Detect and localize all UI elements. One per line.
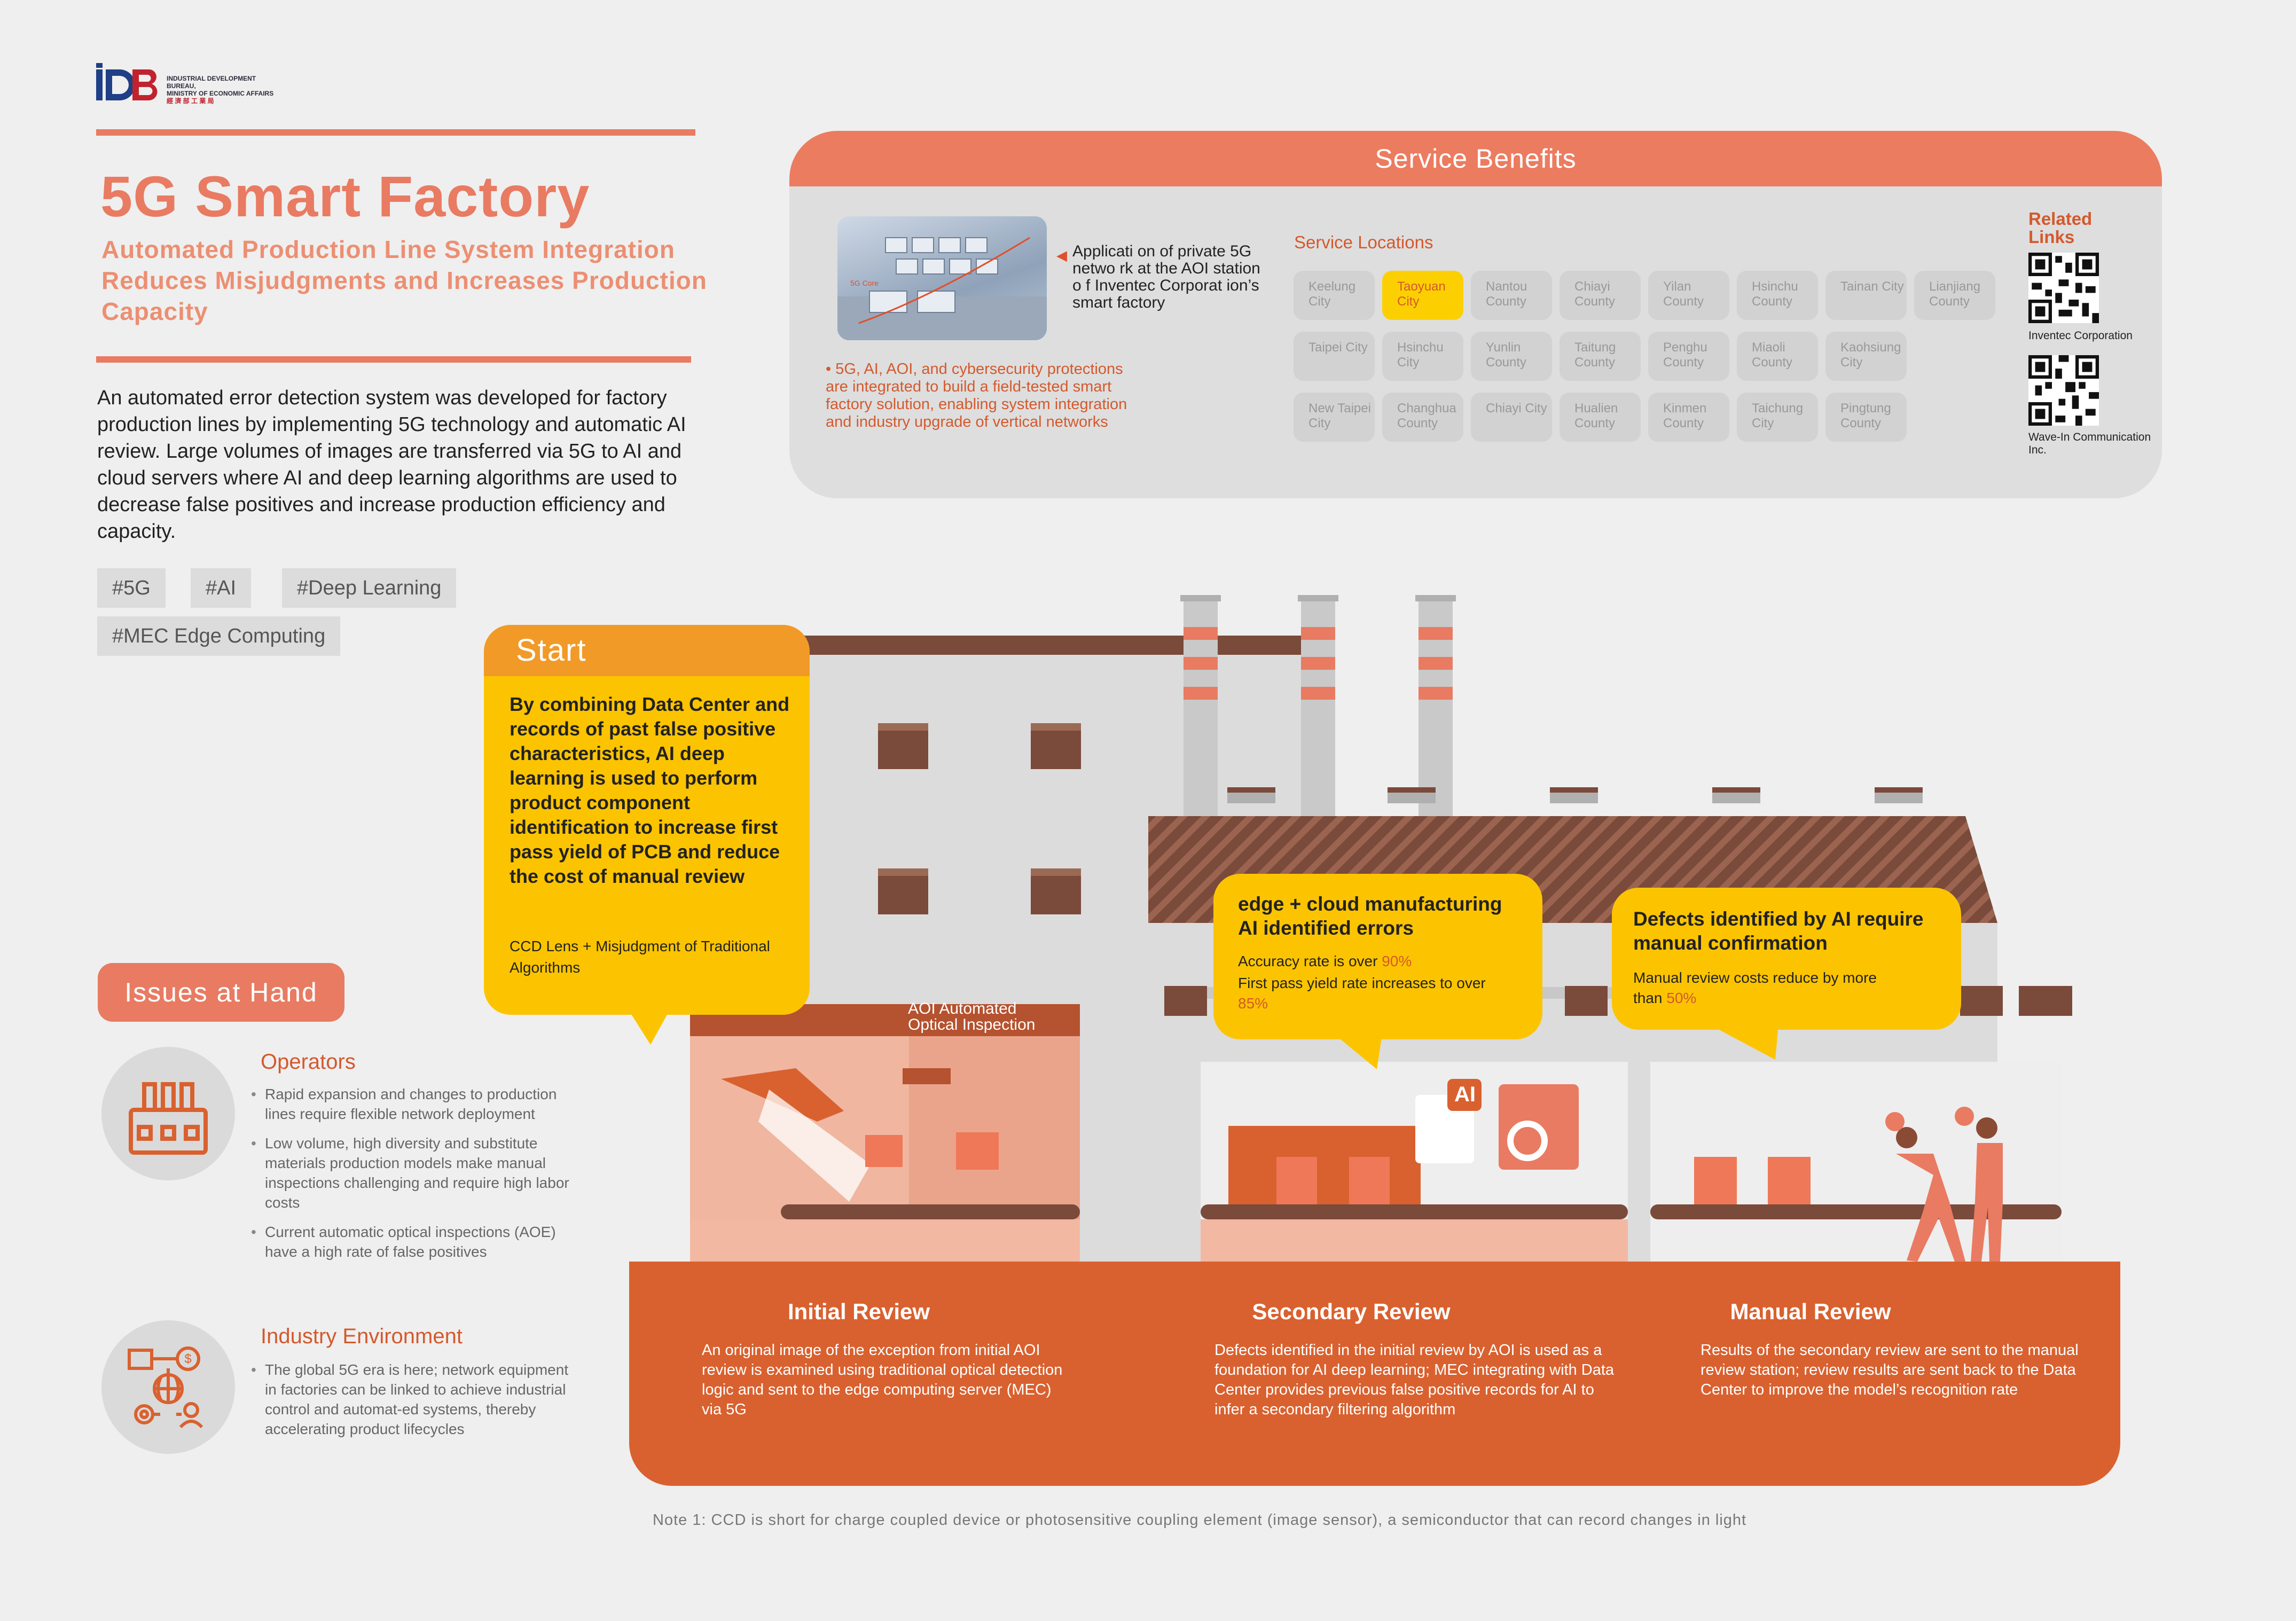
- location-taipei-city[interactable]: Taipei City: [1294, 332, 1375, 381]
- start-bubble-tail: [625, 1004, 673, 1045]
- location-hualien-county[interactable]: Hualien County: [1560, 393, 1641, 442]
- aoi-station-illustration: 5G Core: [837, 237, 1047, 340]
- manual-review-text: Results of the secondary review are sent…: [1701, 1342, 2079, 1398]
- industry-icon-circle: $: [101, 1320, 235, 1454]
- industry-environment-heading: Industry Environment: [261, 1325, 463, 1348]
- logo-line-2: MINISTRY OF ECONOMIC AFFAIRS: [167, 90, 274, 97]
- page-title: 5G Smart Factory: [100, 164, 590, 229]
- location-new-taipei-city[interactable]: New Taipei City: [1294, 393, 1375, 442]
- cost-reduction-value: 50%: [1666, 990, 1697, 1006]
- industry-bullets: The global 5G era is here; network equip…: [251, 1360, 582, 1448]
- caption-arrow-icon: ◀: [1056, 247, 1067, 263]
- initial-review-title: Initial Review: [787, 1299, 930, 1324]
- operators-heading: Operators: [261, 1050, 356, 1074]
- idb-logo-mark: [96, 63, 158, 101]
- review-stages-panel: Initial Review An original image of the …: [629, 1262, 2120, 1486]
- related-links-title: Related Links: [2028, 209, 2093, 247]
- link-wave-in-label[interactable]: Wave-In Communication Inc.: [2028, 431, 2151, 456]
- service-benefits-title: Service Benefits: [789, 131, 2162, 186]
- photo-label: 5G Core: [850, 279, 879, 287]
- location-hsinchu-city[interactable]: Hsinchu City: [1382, 332, 1463, 381]
- location-hsinchu-county[interactable]: Hsinchu County: [1737, 271, 1818, 320]
- service-locations-title: Service Locations: [1294, 232, 1433, 252]
- operators-bullet-1: Rapid expansion and changes to productio…: [251, 1084, 582, 1124]
- industry-bullet-1: The global 5G era is here; network equip…: [251, 1360, 582, 1439]
- factory-icon: [129, 1082, 208, 1155]
- location-kaohsiung-city[interactable]: Kaohsiung City: [1825, 332, 1907, 381]
- bubble2-line2-text: First pass yield rate increases to over: [1238, 975, 1486, 991]
- manual-bubble-tail: [1709, 1024, 1778, 1060]
- location-nantou-county[interactable]: Nantou County: [1471, 271, 1552, 320]
- qr-code-wave-in[interactable]: [2028, 355, 2099, 426]
- tag-ai[interactable]: #AI: [191, 568, 252, 608]
- tag-5g[interactable]: #5G: [97, 568, 166, 608]
- manual-confirmation-bubble: Defects identified by AI require manual …: [1612, 888, 1961, 1030]
- service-bullet: • 5G, AI, AOI, and cybersecurity protect…: [826, 361, 1146, 431]
- location-taoyuan-city[interactable]: Taoyuan City: [1382, 271, 1463, 320]
- location-keelung-city[interactable]: Keelung City: [1294, 271, 1375, 320]
- bubble3-line: Manual review costs reduce by more than …: [1633, 968, 1884, 1008]
- qr-code-inventec[interactable]: [2028, 253, 2099, 323]
- initial-review-text: An original image of the exception from …: [702, 1342, 1063, 1418]
- tag-deep-learning[interactable]: #Deep Learning: [282, 568, 457, 608]
- location-taichung-city[interactable]: Taichung City: [1737, 393, 1818, 442]
- tag-mec-edge-computing[interactable]: #MEC Edge Computing: [97, 616, 341, 656]
- service-benefits-panel: Service Benefits 5G Core ◀ Applicati on …: [789, 131, 2162, 498]
- title-bottom-rule: [96, 356, 691, 363]
- bubble3-line-text: Manual review costs reduce by more than: [1633, 969, 1877, 1006]
- location-tainan-city[interactable]: Tainan City: [1825, 271, 1907, 320]
- photo-caption: Applicati on of private 5G netwo rk at t…: [1072, 242, 1260, 311]
- bubble2-line2: First pass yield rate increases to over …: [1238, 973, 1516, 1014]
- operators-bullet-3: Current automatic optical inspections (A…: [251, 1222, 582, 1262]
- location-lianjiang-county[interactable]: Lianjiang County: [1914, 271, 1995, 320]
- bubble3-title: Defects identified by AI require manual …: [1633, 908, 1924, 954]
- industry-network-icon: $: [128, 1346, 203, 1429]
- edge-cloud-bubble-tail: [1334, 1034, 1382, 1069]
- description: An automated error detection system was …: [97, 387, 686, 543]
- service-bullet-text: 5G, AI, AOI, and cybersecurity protectio…: [826, 361, 1127, 430]
- worker-figure-1: [1885, 1112, 1965, 1262]
- logo-line-3: 經 濟 部 工 業 局: [167, 97, 214, 105]
- location-chiayi-city[interactable]: Chiayi City: [1471, 393, 1552, 442]
- start-label: Start: [484, 625, 810, 676]
- location-yunlin-county[interactable]: Yunlin County: [1471, 332, 1552, 381]
- location-kinmen-county[interactable]: Kinmen County: [1648, 393, 1729, 442]
- edge-cloud-bubble: edge + cloud manufacturing AI identified…: [1213, 874, 1542, 1039]
- operators-bullets: Rapid expansion and changes to productio…: [251, 1084, 582, 1271]
- manual-review-title: Manual Review: [1730, 1299, 1891, 1324]
- location-miaoli-county[interactable]: Miaoli County: [1737, 332, 1818, 381]
- secondary-review-title: Secondary Review: [1252, 1299, 1451, 1324]
- bubble2-line1: Accuracy rate is over 90%: [1238, 953, 1412, 970]
- logo-line-1: INDUSTRIAL DEVELOPMENT BUREAU,: [167, 75, 256, 90]
- worker-figure-2: [1955, 1107, 2003, 1262]
- link-inventec-label[interactable]: Inventec Corporation: [2028, 330, 2133, 342]
- location-taitung-county[interactable]: Taitung County: [1560, 332, 1641, 381]
- operators-icon-circle: [101, 1047, 235, 1180]
- aoi-label: AOI Automated Optical Inspection: [908, 1000, 1036, 1033]
- ai-badge: AI: [1454, 1083, 1476, 1106]
- bullet-dot: •: [826, 361, 836, 378]
- title-top-rule: [96, 129, 695, 136]
- location-chiayi-county[interactable]: Chiayi County: [1560, 271, 1641, 320]
- aoi-station-photo: 5G Core: [837, 216, 1047, 340]
- location-pingtung-county[interactable]: Pingtung County: [1825, 393, 1907, 442]
- accuracy-value: 90%: [1382, 953, 1412, 969]
- footnote: Note 1: CCD is short for charge coupled …: [653, 1512, 1747, 1529]
- location-penghu-county[interactable]: Penghu County: [1648, 332, 1729, 381]
- bubble2-title: edge + cloud manufacturing AI identified…: [1238, 893, 1502, 939]
- page-subtitle: Automated Production Line System Integra…: [101, 236, 707, 325]
- secondary-review-text: Defects identified in the initial review…: [1214, 1342, 1615, 1418]
- start-note: CCD Lens + Misjudgment of Traditional Al…: [510, 938, 770, 976]
- location-yilan-county[interactable]: Yilan County: [1648, 271, 1729, 320]
- svg-text:$: $: [184, 1352, 191, 1366]
- start-bubble: Start By combining Data Center and recor…: [484, 625, 810, 1015]
- factory-illustration: [690, 595, 2072, 1266]
- idb-logo-text: INDUSTRIAL DEVELOPMENT BUREAU, MINISTRY …: [167, 75, 284, 105]
- bubble2-line1-text: Accuracy rate is over: [1238, 953, 1382, 969]
- start-body: By combining Data Center and records of …: [510, 693, 790, 887]
- yield-value: 85%: [1238, 995, 1268, 1012]
- operators-bullet-2: Low volume, high diversity and substitut…: [251, 1133, 582, 1212]
- location-changhua-county[interactable]: Changhua County: [1382, 393, 1463, 442]
- issues-at-hand-heading: Issues at Hand: [98, 963, 344, 1022]
